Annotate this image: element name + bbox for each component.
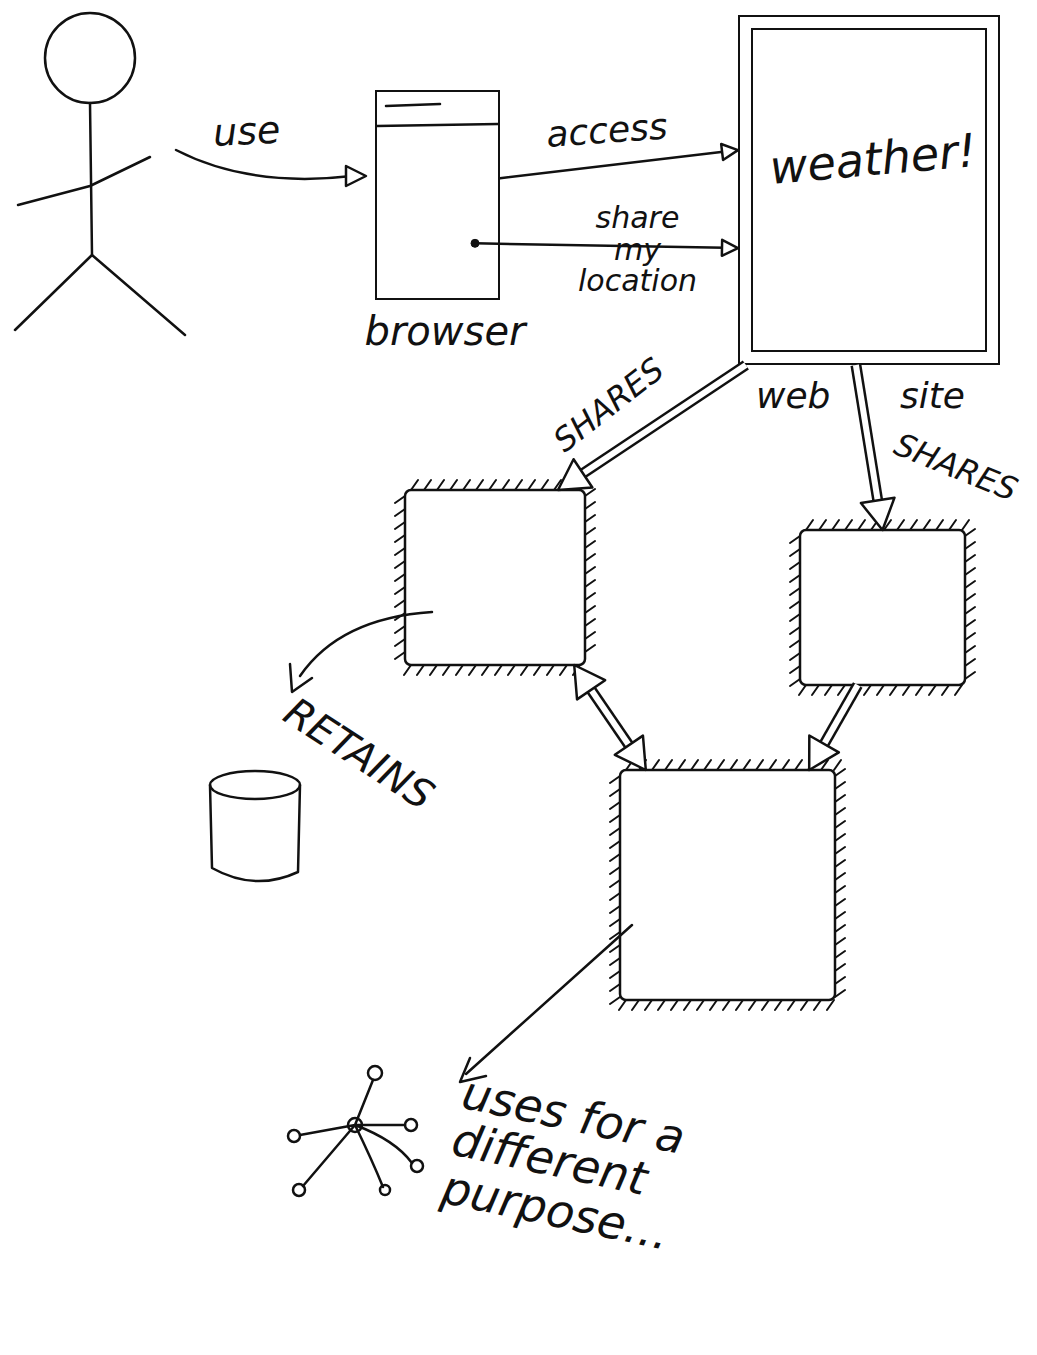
hollow-arrow <box>856 365 895 530</box>
retains-arrow <box>290 612 432 692</box>
network-spokes <box>300 1080 412 1187</box>
flow-arrow <box>471 239 738 256</box>
website-box: weather!web site <box>738 15 1000 365</box>
use-arrow-line <box>176 150 352 179</box>
box-border <box>405 490 585 665</box>
browser-decoration <box>377 104 498 126</box>
note-text: uses for a different purpose... <box>438 1068 713 1262</box>
flow-arrow <box>500 144 738 178</box>
uses-arrow-line <box>466 925 632 1074</box>
hatched-outline <box>405 490 585 665</box>
network-node <box>411 1160 423 1172</box>
figure-head <box>45 13 135 103</box>
node-title: weather! <box>758 125 987 193</box>
figure-body <box>90 103 92 255</box>
edge-label: share my location <box>575 202 700 297</box>
network-node <box>405 1119 417 1131</box>
uses-arrow <box>460 925 632 1082</box>
network-hub <box>348 1118 362 1132</box>
cylinder-body <box>210 785 300 881</box>
arrow-shaft-outline <box>856 365 879 506</box>
arrow-shaft-outline <box>821 685 858 749</box>
hatched-outline <box>620 770 835 1000</box>
action-label: use <box>212 108 334 154</box>
action-label: RETAINS <box>277 690 501 856</box>
figure-arms <box>18 157 150 205</box>
network-node <box>380 1185 390 1195</box>
third-party-box <box>620 770 835 1000</box>
hatched-outline <box>800 530 965 685</box>
use-arrow <box>176 150 366 186</box>
arrow-shaft-fill <box>856 365 879 506</box>
box-border <box>800 530 965 685</box>
hatch-ticks <box>395 480 595 675</box>
arrow-head <box>809 736 839 770</box>
arrow-head <box>721 144 738 160</box>
figure-legs <box>15 255 185 335</box>
arrow-shaft-outline <box>588 685 633 750</box>
arrow-head <box>861 498 895 530</box>
hollow-arrow <box>809 685 858 770</box>
arrow-head <box>558 459 592 490</box>
arrow-head <box>574 665 605 699</box>
retains-arrow-head <box>290 664 312 692</box>
stick-figure <box>15 13 185 335</box>
arrow-head <box>722 240 738 256</box>
network-node <box>288 1130 300 1142</box>
database-cylinder <box>210 771 300 881</box>
node-caption: web site <box>756 377 1016 415</box>
arrow-origin-dot <box>471 239 479 247</box>
third-party-box <box>405 490 585 665</box>
arrow-shaft-fill <box>588 685 633 750</box>
hatch-ticks <box>790 520 975 695</box>
network-node <box>293 1184 305 1196</box>
box-border <box>620 770 835 1000</box>
arrow-line <box>475 243 725 248</box>
hatch-ticks <box>610 760 845 1010</box>
hollow-arrow <box>574 665 646 770</box>
browser-window: browser <box>375 90 500 300</box>
cylinder-top <box>210 771 300 799</box>
third-party-box <box>800 530 965 685</box>
edge-label: SHARES <box>889 428 1037 534</box>
arrow-shaft-fill <box>821 685 858 749</box>
network-icon <box>288 1066 423 1196</box>
browser-bar <box>377 124 498 126</box>
retains-arrow-line <box>300 612 432 676</box>
browser-bar <box>386 104 440 106</box>
edge-label: SHARES <box>548 309 726 459</box>
use-arrow-head <box>346 166 366 186</box>
node-caption: browser <box>345 310 545 352</box>
network-node <box>368 1066 382 1080</box>
arrow-line <box>500 152 725 179</box>
arrow-head <box>615 736 646 770</box>
edge-label: access <box>545 102 747 154</box>
